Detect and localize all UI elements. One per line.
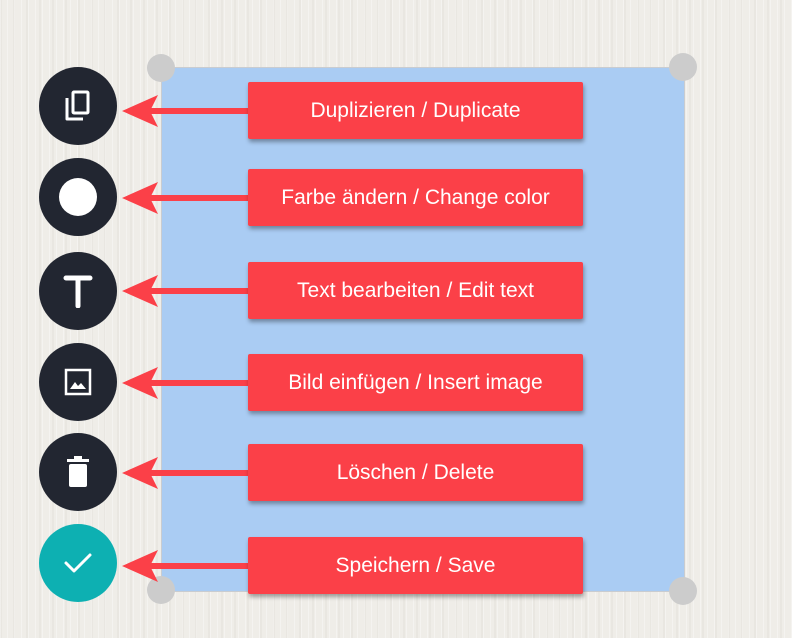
delete-button[interactable]	[39, 433, 117, 511]
callout-insert-image: Bild einfügen / Insert image	[248, 354, 583, 411]
callout-change-color: Farbe ändern / Change color	[248, 169, 583, 226]
text-t-icon	[63, 275, 93, 308]
checkmark-icon	[64, 553, 92, 573]
circle-icon	[59, 178, 97, 216]
resize-handle-bottom-right[interactable]	[669, 577, 697, 605]
copy-icon	[65, 90, 90, 121]
resize-handle-bottom-left[interactable]	[147, 576, 175, 604]
callout-change-color-label: Farbe ändern / Change color	[281, 185, 550, 209]
resize-handle-top-left[interactable]	[147, 54, 175, 82]
callout-duplicate-label: Duplizieren / Duplicate	[310, 98, 521, 122]
save-button[interactable]	[39, 524, 117, 602]
callout-insert-image-label: Bild einfügen / Insert image	[288, 370, 543, 394]
trash-icon	[67, 456, 89, 487]
edit-text-button[interactable]	[39, 252, 117, 330]
duplicate-button[interactable]	[39, 67, 117, 145]
callout-save: Speichern / Save	[248, 537, 583, 594]
callout-edit-text: Text bearbeiten / Edit text	[248, 262, 583, 319]
callout-duplicate: Duplizieren / Duplicate	[248, 82, 583, 139]
change-color-button[interactable]	[39, 158, 117, 236]
insert-image-button[interactable]	[39, 343, 117, 421]
callout-save-label: Speichern / Save	[335, 553, 496, 577]
callout-delete-label: Löschen / Delete	[336, 460, 495, 484]
selected-canvas-element[interactable]	[161, 67, 685, 592]
image-icon	[64, 368, 92, 396]
callout-edit-text-label: Text bearbeiten / Edit text	[297, 278, 534, 302]
resize-handle-top-right[interactable]	[669, 53, 697, 81]
callout-delete: Löschen / Delete	[248, 444, 583, 501]
